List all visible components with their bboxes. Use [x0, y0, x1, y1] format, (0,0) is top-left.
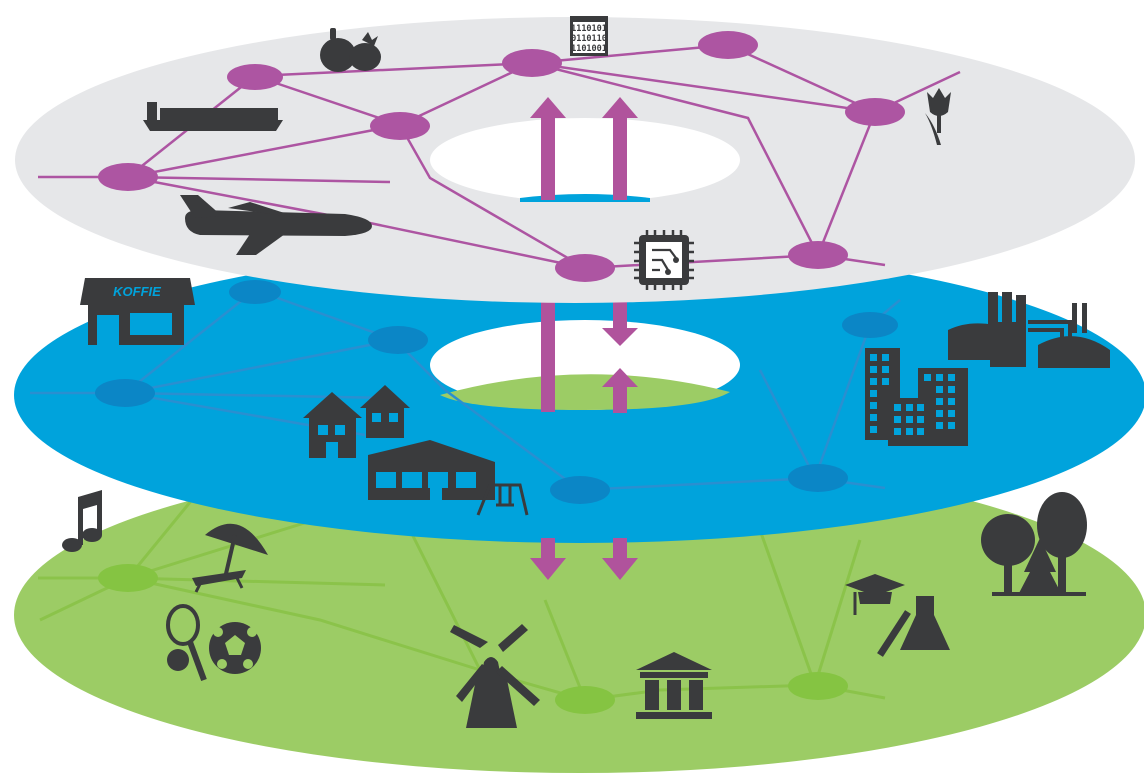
school-building-icon	[368, 440, 495, 500]
purple-node	[698, 31, 758, 59]
purple-node	[845, 98, 905, 126]
blue-layer	[14, 247, 1144, 543]
binary-line-1: 1110101	[571, 24, 607, 34]
arrow-down-head	[602, 328, 638, 346]
coffee-shop-sign: KOFFIE	[113, 284, 161, 299]
arrow-shaft	[613, 385, 627, 413]
blue-edge	[124, 289, 256, 394]
purple-edge	[254, 61, 533, 78]
purple-node	[227, 64, 283, 90]
produce-icon	[320, 28, 381, 72]
green-node	[555, 686, 615, 714]
green-edge	[126, 489, 202, 579]
coffee-shop-icon: KOFFIE	[80, 278, 195, 345]
arrow-shaft	[613, 115, 627, 200]
inter-layer-arrows-lower	[530, 300, 638, 580]
green-edge	[813, 539, 862, 686]
blue-node	[95, 379, 155, 407]
purple-edge	[127, 123, 401, 179]
blue-edge	[813, 324, 872, 479]
blue-node	[842, 312, 898, 338]
forest-icon	[981, 492, 1087, 596]
purple-node	[502, 49, 562, 77]
inter-layer-arrows-upper	[530, 97, 638, 200]
swing-icon	[476, 483, 529, 516]
green-layer	[14, 457, 1144, 773]
factory-icon	[948, 292, 1110, 368]
green-edge	[584, 683, 886, 702]
arrow-up-head	[602, 97, 638, 118]
purple-node	[788, 241, 848, 269]
blue-node	[368, 326, 428, 354]
arrow-shaft	[541, 115, 555, 200]
blue-hole-green-peek	[440, 374, 730, 410]
arrow-shaft	[541, 300, 555, 412]
blue-edge	[124, 338, 396, 395]
purple-edge	[531, 61, 820, 256]
purple-node	[370, 112, 430, 140]
binary-line-2: 0110110	[571, 34, 607, 44]
arrow-up-head	[602, 368, 638, 387]
green-edge	[127, 513, 331, 580]
music-note-icon	[62, 490, 102, 552]
cargo-ship-icon	[143, 102, 283, 131]
education-science-icon	[845, 574, 950, 657]
arrow-down-head	[602, 558, 638, 580]
binary-data-icon: 1110101 0110110 1101001	[570, 16, 608, 56]
houses-icon	[303, 385, 410, 458]
blue-node	[788, 464, 848, 492]
purple-edge	[727, 43, 876, 114]
museum-icon	[636, 652, 712, 719]
beach-umbrella-icon	[192, 523, 268, 593]
arrow-down-head	[530, 558, 566, 580]
microchip-icon	[634, 230, 694, 290]
tulip-icon	[925, 88, 951, 145]
purple-edge	[398, 124, 586, 270]
green-node	[98, 564, 158, 592]
green-node	[788, 672, 848, 700]
office-buildings-icon	[865, 348, 968, 446]
tennis-football-icon	[166, 604, 261, 682]
arrow-shaft	[613, 300, 627, 330]
purple-edge	[254, 74, 401, 127]
binary-line-3: 1101001	[571, 44, 607, 54]
green-edge	[543, 599, 587, 701]
green-edge	[758, 529, 817, 686]
grey-layer-hole	[430, 118, 740, 202]
arrow-up-head	[530, 97, 566, 118]
green-edge	[127, 576, 481, 672]
windmill-icon	[450, 624, 540, 728]
purple-node	[98, 163, 158, 191]
blue-node	[229, 280, 281, 304]
purple-edge	[816, 111, 877, 256]
blue-node	[550, 476, 610, 504]
blue-edge	[758, 369, 817, 479]
grey-layer	[15, 17, 1135, 303]
blue-edge	[444, 388, 886, 492]
airplane-icon	[180, 195, 372, 255]
purple-node	[555, 254, 615, 282]
